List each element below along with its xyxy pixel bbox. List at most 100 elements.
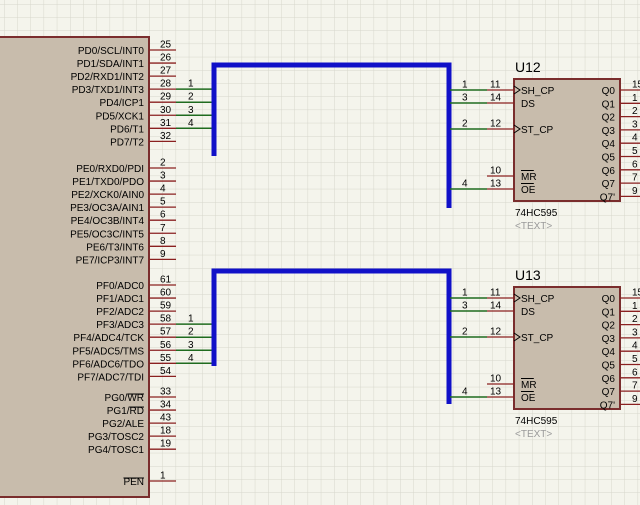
chip-pin-q0[interactable]: Q015 — [602, 288, 640, 306]
net-label: 3 — [188, 105, 194, 116]
chip-pin-q3[interactable]: Q33 — [602, 327, 640, 345]
chip-pin-q4[interactable]: Q44 — [602, 341, 640, 359]
chip-part-number: 74HC595 — [515, 416, 558, 427]
chip-pin-q7[interactable]: Q77 — [602, 381, 640, 399]
chip-pin-q7-prime[interactable]: Q7'9 — [600, 186, 640, 204]
pin-number: 6 — [632, 367, 638, 378]
buses — [211, 62, 452, 404]
wire-net-1: 1 — [176, 314, 213, 325]
pin-number: 34 — [160, 400, 172, 411]
microcontroller[interactable]: 25PD0/SCL/INT026PD1/SDA/INT127PD2/RXD1/I… — [0, 36, 176, 498]
chip-pin-q3[interactable]: Q33 — [602, 119, 640, 137]
chip-pin-q7[interactable]: Q77 — [602, 173, 640, 191]
chip-pin-q5[interactable]: Q55 — [602, 354, 640, 372]
chip-body[interactable] — [513, 286, 621, 410]
wire-net-2: 2 — [450, 119, 487, 130]
chip-pin-q0[interactable]: Q015 — [602, 80, 640, 98]
pin-number: 25 — [160, 40, 172, 51]
pin-number: 1 — [632, 93, 638, 104]
net-label: 1 — [188, 314, 194, 325]
chip-pin-q2[interactable]: Q22 — [602, 106, 640, 124]
pin-name: Q3 — [602, 126, 616, 137]
pin-number: 2 — [160, 158, 166, 169]
net-label: 4 — [462, 387, 468, 398]
pin-name: PF4/ADC4/TCK — [73, 333, 144, 344]
pin-number: 5 — [632, 354, 638, 365]
mcu-body[interactable] — [0, 36, 150, 498]
pin-number: 33 — [160, 387, 172, 398]
pin-name: PD0/SCL/INT0 — [78, 46, 145, 57]
chip-pin-q1[interactable]: Q11 — [602, 301, 640, 319]
chip-body[interactable] — [513, 78, 621, 202]
clock-triangle — [513, 85, 521, 95]
pin-name: MR — [521, 380, 537, 391]
chip-pin-q2[interactable]: Q22 — [602, 314, 640, 332]
chip-pin-q6[interactable]: Q6 6 — [602, 367, 640, 385]
chip-pin-q6[interactable]: Q66 — [602, 159, 640, 177]
pin-number: 4 — [160, 184, 166, 195]
pin-number: 43 — [160, 413, 172, 424]
pin-number: 28 — [160, 79, 172, 90]
pin-name: Q7' — [600, 192, 615, 203]
pin-name: PG4/TOSC1 — [88, 445, 144, 456]
pin-name: DS — [521, 99, 535, 110]
pin-name: PE5/OC3C/INT5 — [70, 229, 144, 240]
chip-pin-q5[interactable]: Q55 — [602, 146, 640, 164]
chip-pin-q7-prime[interactable]: Q7'9 — [600, 394, 640, 412]
pin-number: 56 — [160, 340, 172, 351]
chip-pin-q4[interactable]: Q44 — [602, 133, 640, 151]
pin-name: PD2/RXD1/INT2 — [71, 72, 145, 83]
pin-name: PD6/T1 — [110, 124, 144, 135]
net-label: 1 — [188, 79, 194, 90]
chip-u13[interactable]: U1374HC595<TEXT>11SH_CP114DS312ST_CP210M… — [450, 267, 640, 440]
pin-name: Q6 — [602, 374, 616, 385]
pin-number: 11 — [490, 80, 501, 91]
pin-name: PF3/ADC3 — [96, 320, 144, 331]
chip-pin-q1[interactable]: Q11 — [602, 93, 640, 111]
pin-number: 13 — [490, 179, 502, 190]
pin-name: ST_CP — [521, 333, 554, 344]
chip-u12[interactable]: U1274HC595<TEXT>11SH_CP114DS312ST_CP210M… — [450, 59, 640, 232]
